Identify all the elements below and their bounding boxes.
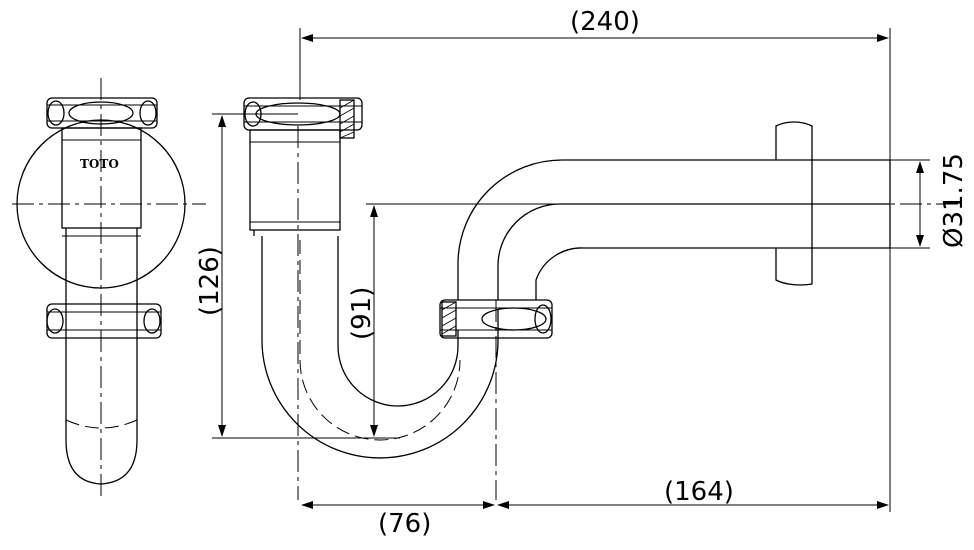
inlet-tailpiece (249, 129, 341, 231)
outlet-offset-label: (76) (378, 509, 431, 539)
trap-arm-outer (457, 159, 890, 300)
inlet-slip-nut (243, 97, 363, 139)
wall-escutcheon (775, 121, 813, 286)
overall-length-label: (240) (570, 7, 640, 37)
dimensions: (240) (126) (91) (76) (164) Ø31.75 (195, 7, 969, 539)
trap-outer-wall (261, 236, 499, 459)
trap-arm-lower (535, 247, 890, 300)
trap-arm-inner (497, 203, 890, 300)
top-slip-nut (46, 97, 158, 129)
front-view (243, 97, 958, 500)
tailpiece-body (61, 127, 142, 229)
diameter-label: Ø31.75 (939, 153, 969, 248)
escutcheon-flange (16, 119, 186, 289)
side-view-trap-bottom (65, 439, 138, 485)
lower-slip-nut (46, 303, 162, 339)
toto-logo: TOTO (80, 157, 119, 171)
height-label: (126) (195, 246, 225, 316)
trap-inner-wall (337, 236, 459, 407)
arm-length-label: (164) (664, 477, 734, 507)
trap-depth-label: (91) (347, 287, 377, 340)
side-view: TOTO (12, 78, 206, 500)
